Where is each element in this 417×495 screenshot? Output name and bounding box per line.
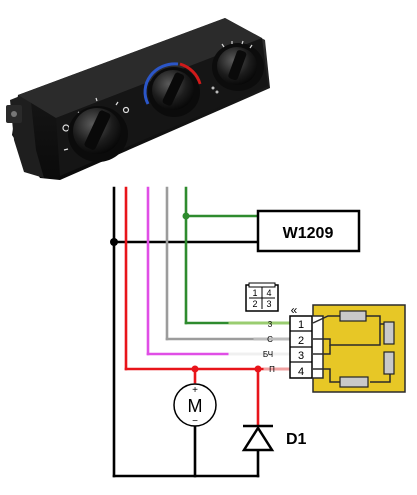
resistor — [339, 310, 367, 322]
gray-wire — [165, 186, 260, 341]
w1209-module — [256, 209, 361, 253]
motor — [173, 383, 217, 427]
harness-pin-1: 1 — [298, 319, 304, 331]
diode-label: D1 — [286, 431, 307, 448]
black-junction — [110, 238, 118, 246]
middle-knob — [143, 62, 202, 117]
connector-latch-symbol: « — [291, 303, 298, 317]
harness-pin-4: 4 — [298, 366, 304, 378]
wire-label-green: 3 — [268, 320, 273, 329]
right-knob — [212, 40, 264, 91]
resistor — [383, 351, 395, 375]
harness-connector — [289, 315, 313, 379]
harness-pin-3: 3 — [298, 350, 304, 362]
connector-icon-pin-2: 2 — [252, 299, 257, 309]
wire-label-red: П — [269, 365, 275, 374]
wire-label-magenta: БЧ — [263, 350, 273, 359]
left-knob — [62, 97, 130, 162]
magenta-wire — [146, 186, 232, 356]
connector-icon-pin-1: 1 — [252, 288, 257, 298]
connector-icon-pin-3: 3 — [266, 299, 271, 309]
diode-symbol — [241, 424, 275, 452]
panel-top-face — [18, 18, 262, 118]
motor-plus-label: + — [192, 385, 198, 396]
harness-pin-2: 2 — [298, 335, 304, 347]
w1209-label: W1209 — [283, 225, 334, 242]
resistor — [339, 376, 369, 388]
green-junction — [182, 212, 190, 220]
resistor — [383, 321, 395, 345]
wire-label-gray: С — [267, 335, 273, 344]
connector-pinout-icon — [245, 282, 279, 312]
heater-control-panel-photo — [6, 18, 270, 180]
motor-label: M — [188, 396, 203, 416]
indicator-dot — [215, 90, 219, 94]
resistor-board — [312, 304, 406, 393]
red-junction — [254, 365, 262, 373]
wire-stubs — [228, 321, 292, 371]
mounting-screw — [11, 111, 17, 117]
wires — [110, 186, 292, 478]
indicator-dot — [211, 86, 215, 90]
red-junction — [191, 365, 199, 373]
connector-icon-pin-4: 4 — [266, 288, 271, 298]
motor-minus-label: − — [192, 416, 198, 427]
